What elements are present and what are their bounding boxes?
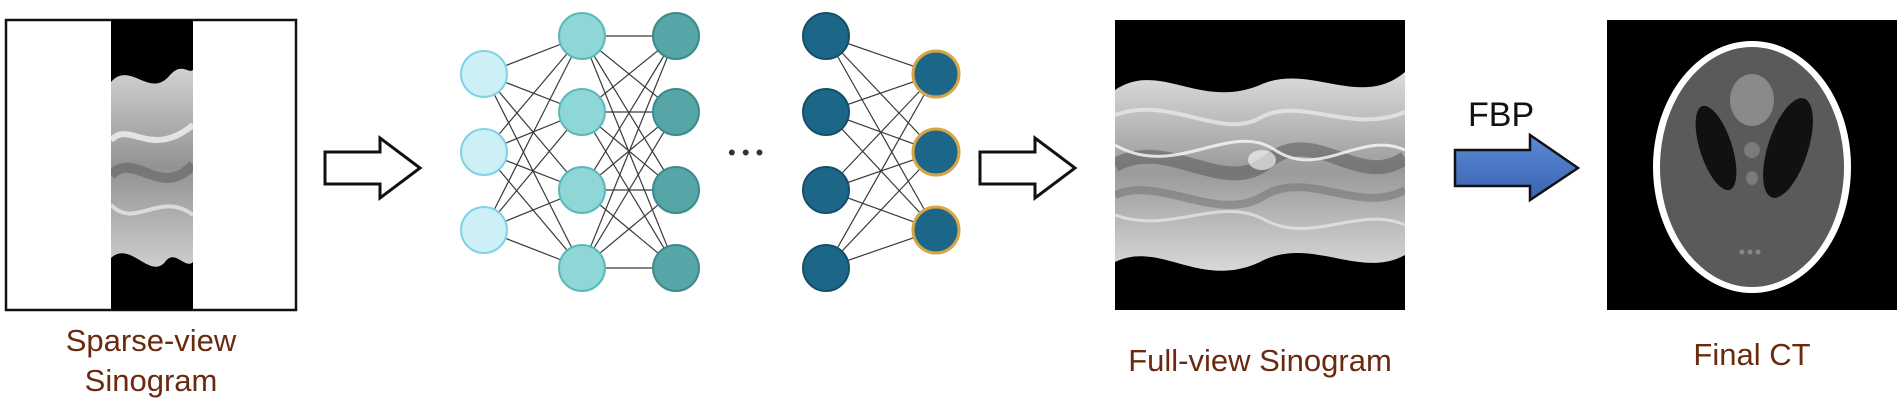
network-node: [558, 12, 606, 60]
network-edge: [581, 111, 677, 269]
sparse-caption-line2: Sinogram: [84, 363, 218, 398]
network-edge: [483, 35, 583, 153]
network-edge: [581, 35, 677, 269]
fbp-arrow: [1453, 132, 1581, 203]
network-edge: [483, 35, 583, 231]
full-caption: Full-view Sinogram: [1128, 343, 1392, 378]
network-edge: [825, 151, 937, 269]
network-node: [652, 12, 700, 60]
neural-network: [460, 12, 961, 292]
network-edge: [825, 35, 937, 231]
network-node: [558, 244, 606, 292]
network-node: [802, 166, 850, 214]
network-node: [652, 88, 700, 136]
network-node: [911, 205, 961, 255]
network-edge: [581, 35, 677, 191]
network-node: [911, 127, 961, 177]
final-caption: Final CT: [1693, 337, 1811, 372]
final-ct-image: [1607, 20, 1897, 310]
ellipsis-dots: • • •: [728, 140, 763, 165]
network-node: [802, 88, 850, 136]
network-edge: [483, 111, 583, 231]
network-node: [558, 88, 606, 136]
sparse-caption-line1: Sparse-view: [65, 323, 237, 358]
network-edge: [825, 73, 937, 191]
arrow-right-icon: [978, 135, 1078, 201]
network-node: [460, 50, 508, 98]
network-edge: [825, 35, 937, 153]
arrow-right-icon: [323, 135, 423, 201]
network-node: [460, 206, 508, 254]
network-edge: [825, 73, 937, 269]
network-node: [558, 166, 606, 214]
network-node: [652, 166, 700, 214]
network-node: [460, 128, 508, 176]
network-node: [652, 244, 700, 292]
network-node: [911, 49, 961, 99]
sparse-view-sinogram: [4, 18, 298, 312]
fbp-label: FBP: [1468, 96, 1535, 134]
network-node: [802, 12, 850, 60]
full-view-sinogram: [1115, 20, 1405, 310]
network-node: [802, 244, 850, 292]
